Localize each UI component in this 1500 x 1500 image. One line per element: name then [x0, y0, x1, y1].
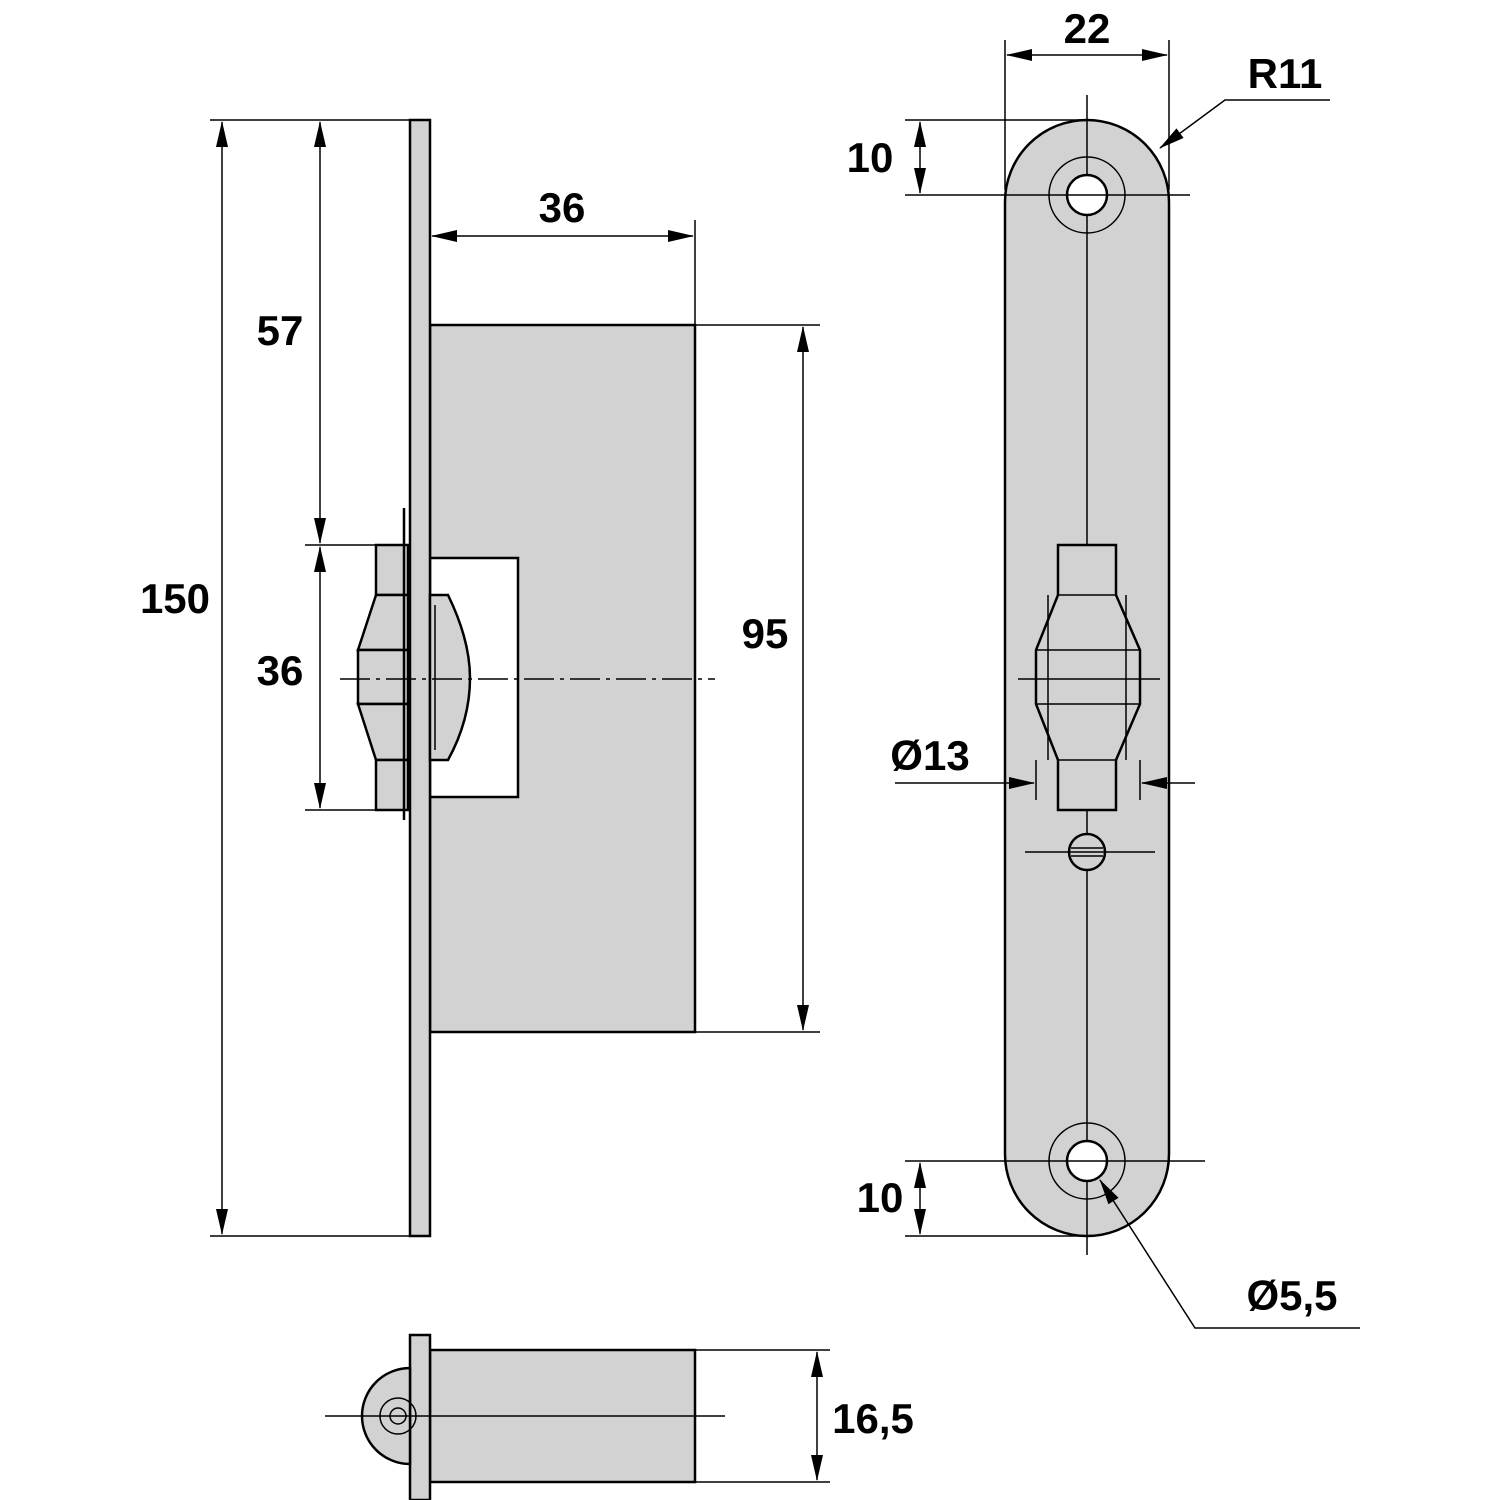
label-36-horizontal: 36 — [539, 184, 586, 231]
roller-front — [1034, 543, 1142, 812]
label-150: 150 — [140, 575, 210, 622]
front-view: 22 R11 10 Ø13 10 Ø5,5 — [847, 5, 1360, 1329]
label-10-bottom: 10 — [857, 1174, 904, 1221]
top-view: 16,5 — [325, 1333, 914, 1500]
label-r11: R11 — [1248, 50, 1323, 97]
leader-r11 — [1159, 99, 1330, 149]
roller-side — [356, 508, 472, 820]
label-95: 95 — [742, 610, 789, 657]
label-57: 57 — [257, 307, 304, 354]
leader-hole-diameter — [1099, 1179, 1360, 1329]
label-22: 22 — [1064, 5, 1111, 52]
side-view: 150 57 36 36 95 — [140, 118, 820, 1238]
label-36-vertical: 36 — [257, 647, 304, 694]
front-plate — [408, 118, 432, 1238]
label-16-5: 16,5 — [832, 1395, 914, 1442]
label-diameter-13: Ø13 — [890, 732, 969, 779]
top-front-plate — [408, 1333, 432, 1500]
label-10-top: 10 — [847, 134, 894, 181]
label-diameter-5-5: Ø5,5 — [1246, 1272, 1337, 1319]
